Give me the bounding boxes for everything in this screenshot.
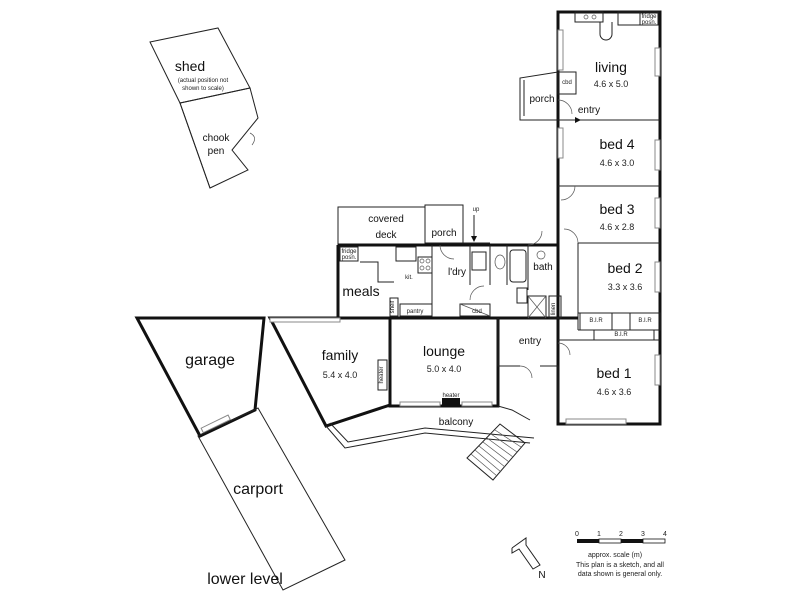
- garage-label: garage: [185, 352, 235, 369]
- shed-label: shed: [175, 58, 205, 74]
- bed3-label: bed 3: [599, 201, 634, 217]
- living-zone-walls: [267, 316, 559, 481]
- north-letter: N: [538, 570, 545, 581]
- disclaimer-line-2: data shown is general only.: [578, 571, 662, 578]
- disclaimer-line-1: This plan is a sketch, and all: [576, 562, 664, 569]
- scale-tick-4: 4: [663, 531, 667, 538]
- heater-label-family: heater: [379, 366, 385, 383]
- linen-label: linen: [551, 303, 557, 316]
- bed1-label: bed 1: [596, 365, 631, 381]
- meals-label: meals: [342, 283, 379, 299]
- bir-label-1: B.I.R: [589, 318, 603, 324]
- pantry-label: pantry: [407, 309, 424, 315]
- garage-carport-walls: [134, 316, 346, 591]
- kitchen-label: kit.: [405, 275, 413, 281]
- right-wing-walls: [556, 10, 662, 426]
- family-dims: 5.4 x 4.0: [323, 370, 358, 380]
- level-label: lower level: [207, 571, 283, 588]
- bir-label-2: B.I.R: [638, 318, 652, 324]
- bed2-dims: 3.3 x 3.6: [608, 282, 643, 292]
- chook-pen-label-1: chook: [203, 133, 231, 144]
- shed-note-line-1: (actual position not: [178, 78, 229, 84]
- covered-deck-label-2: deck: [375, 230, 397, 241]
- fridge-posn-label-living: posn.: [642, 20, 657, 26]
- fridge-posn-label-kitchen: posn.: [342, 255, 357, 261]
- laundry-label: l'dry: [448, 267, 466, 278]
- heater-label-lounge: heater: [442, 393, 459, 399]
- shelf-label: shelf: [390, 300, 396, 313]
- fridge-label-kitchen: fridge: [341, 249, 357, 255]
- north-arrow-icon: [511, 537, 541, 570]
- up-label: up: [473, 207, 480, 213]
- bed4-dims: 4.6 x 3.0: [600, 158, 635, 168]
- cbd-label-living: cbd: [562, 80, 572, 86]
- cbd-label-hall: cbd: [472, 309, 482, 315]
- porch-label-left: porch: [529, 94, 554, 105]
- balcony-label: balcony: [439, 417, 473, 428]
- covered-deck-label-1: covered: [368, 214, 404, 225]
- family-label: family: [322, 347, 359, 363]
- porch-label-top: porch: [431, 228, 456, 239]
- lounge-dims: 5.0 x 4.0: [427, 364, 462, 374]
- fridge-label-living: fridge: [641, 14, 657, 20]
- bath-label: bath: [533, 262, 552, 273]
- carport-label: carport: [233, 481, 283, 498]
- porch-entry-walls: [519, 71, 590, 123]
- shed-note-line-2: shown to scale): [182, 86, 224, 92]
- shed-outbuilding: [149, 27, 259, 189]
- bed3-dims: 4.6 x 2.8: [600, 222, 635, 232]
- central-zone-walls: [336, 204, 578, 320]
- lounge-label: lounge: [423, 343, 465, 359]
- scale-tick-3: 3: [641, 531, 645, 538]
- scale-tick-0: 0: [575, 531, 579, 538]
- entry-label-mid: entry: [519, 336, 541, 347]
- living-dims: 4.6 x 5.0: [594, 79, 629, 89]
- scale-tick-2: 2: [619, 531, 623, 538]
- chook-pen-label-2: pen: [208, 146, 225, 157]
- living-label: living: [595, 59, 627, 75]
- bed4-label: bed 4: [599, 136, 634, 152]
- bir-label-3: B.I.R: [614, 332, 628, 338]
- bed2-label: bed 2: [607, 260, 642, 276]
- bed1-dims: 4.6 x 3.6: [597, 387, 632, 397]
- scale-bar: [577, 538, 666, 544]
- entry-label-top: entry: [578, 105, 600, 116]
- scale-tick-1: 1: [597, 531, 601, 538]
- scale-label: approx. scale (m): [588, 552, 642, 559]
